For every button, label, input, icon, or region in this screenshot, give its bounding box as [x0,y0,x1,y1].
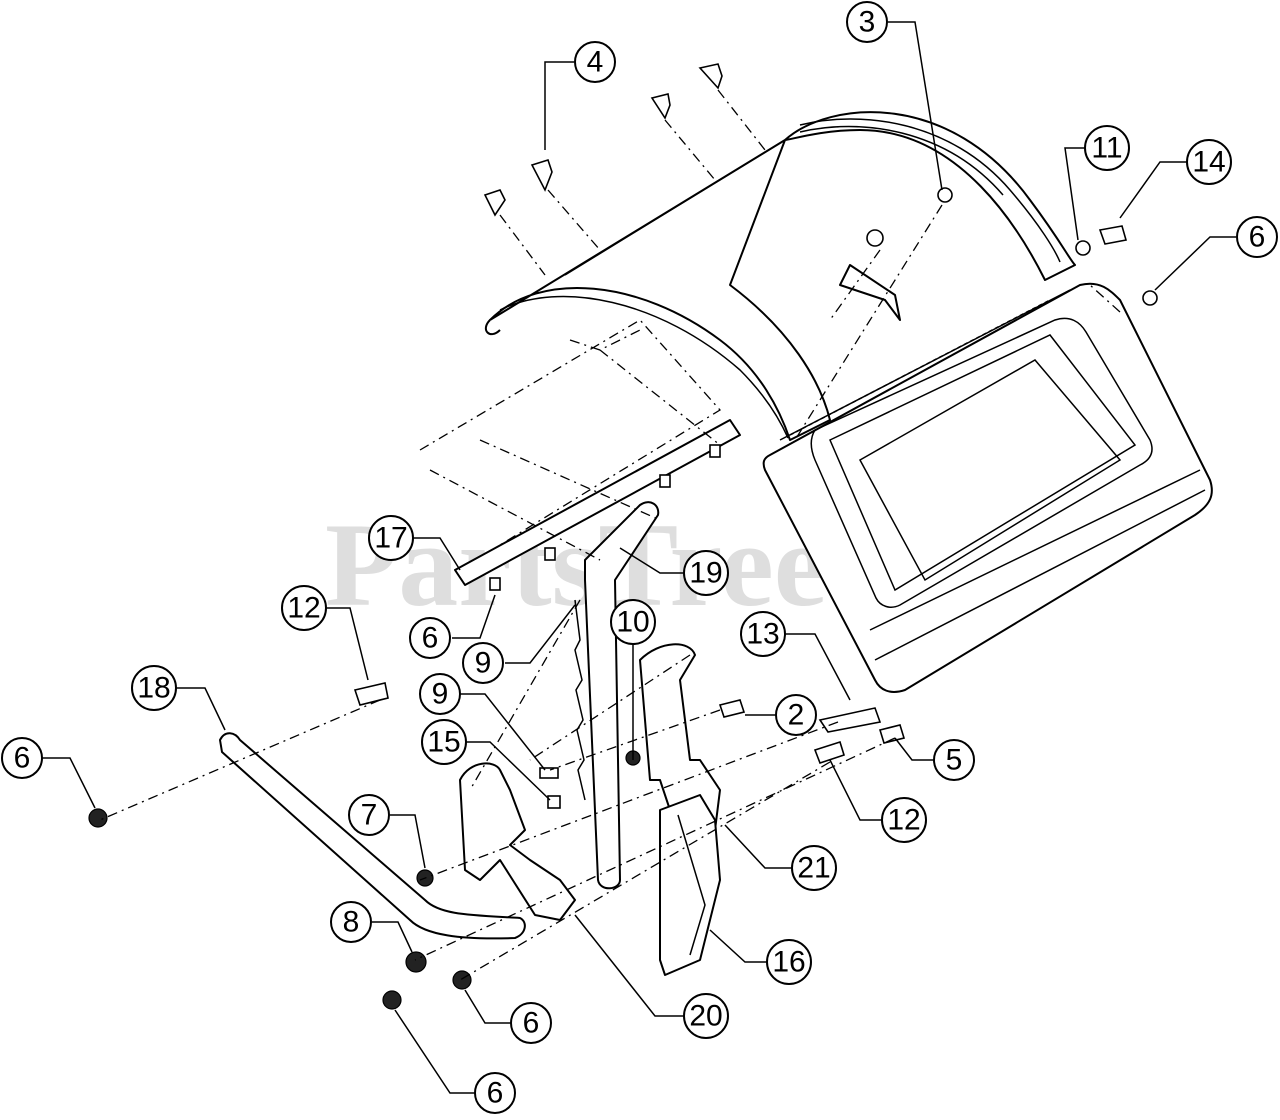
callout-16[interactable]: 16 [766,939,812,985]
callout-13[interactable]: 13 [740,611,786,657]
callout-6-mid-left[interactable]: 6 [409,617,451,659]
callout-12-right[interactable]: 12 [881,797,927,843]
callout-label: 17 [374,522,407,555]
depth-bar [659,794,721,976]
callout-label: 16 [772,946,805,979]
assembly-lines [99,89,1121,981]
callout-2[interactable]: 2 [775,694,817,736]
callout-10[interactable]: 10 [610,599,656,645]
callout-label: 6 [1249,221,1266,254]
tine-shield [484,111,1076,441]
callout-6-far-left[interactable]: 6 [1,737,43,779]
callout-4[interactable]: 4 [574,41,616,83]
callout-6-bottom-mid[interactable]: 6 [510,1002,552,1044]
callout-label: 12 [287,592,320,625]
callout-label: 21 [797,852,830,885]
callout-label: 6 [523,1007,540,1040]
callout-label: 6 [14,742,31,775]
pull-rod [219,732,526,940]
callout-6-top-right[interactable]: 6 [1236,216,1278,258]
callout-6-bottom[interactable]: 6 [474,1072,516,1114]
callout-17[interactable]: 17 [368,515,414,561]
callout-label: 12 [887,804,920,837]
callout-label: 11 [1091,132,1122,165]
callout-label: 6 [487,1077,504,1110]
callout-label: 2 [788,699,805,732]
callout-label: 3 [859,6,876,39]
mount-bar [584,501,660,890]
tailpiece-plate [762,282,1213,693]
callout-label: 14 [1192,146,1225,179]
callout-label: 18 [137,672,170,705]
callout-21[interactable]: 21 [791,845,837,891]
callout-8[interactable]: 8 [330,901,372,943]
callout-label: 9 [432,678,449,711]
callout-label: 7 [361,799,378,832]
callout-5[interactable]: 5 [933,739,975,781]
callout-12-left[interactable]: 12 [281,585,327,631]
callout-label: 4 [587,46,604,79]
callout-label: 13 [746,618,779,651]
callout-14[interactable]: 14 [1186,139,1232,185]
callout-label: 19 [689,557,722,590]
callout-9-lower[interactable]: 9 [419,673,461,715]
callout-label: 15 [427,726,460,759]
hardware [88,63,1158,1010]
callout-label: 5 [946,744,963,777]
callout-label: 9 [475,647,492,680]
flap-hidden-outline [419,319,722,546]
callout-15[interactable]: 15 [421,719,467,765]
left-bracket [459,762,576,921]
callout-11[interactable]: 11 [1084,125,1130,171]
parts-drawing [88,63,1213,1010]
callout-label: 10 [616,606,649,639]
callout-9-upper[interactable]: 9 [462,642,504,684]
rubber-strip [454,419,741,586]
callout-18[interactable]: 18 [131,665,177,711]
callout-label: 20 [689,1000,722,1033]
callout-19[interactable]: 19 [683,550,729,596]
callout-20[interactable]: 20 [683,993,729,1039]
callout-label: 6 [422,622,439,655]
callout-label: 8 [343,906,360,939]
callout-3[interactable]: 3 [846,1,888,43]
callout-7[interactable]: 7 [348,794,390,836]
